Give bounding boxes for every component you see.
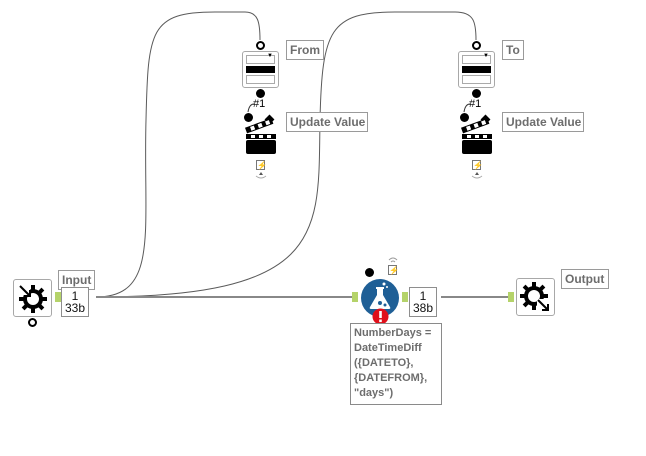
from-action-wireless-icon [255,172,267,179]
input-output-anchor[interactable] [55,292,61,302]
formula-record-count: 1 38b [409,287,437,317]
to-action-connection-number: #1 [469,98,482,110]
formula-expression-line: ({DATETO}, [354,357,414,369]
formula-record-count-value: 1 [419,289,427,303]
from-action-bolt-icon: ⚡ [256,160,267,170]
connection-input-to-from [95,11,261,298]
formula-error-icon[interactable] [372,308,389,325]
output-label: Output [561,269,609,289]
input-tool[interactable] [13,279,52,317]
formula-expression-line: {DATEFROM}, [354,372,428,384]
dropdown-arrow-icon: ▼ [483,53,489,59]
to-action-bolt-icon: ⚡ [472,160,483,170]
dropdown-icon-option [246,75,275,84]
formula-browse-badge-icon [365,268,374,277]
from-label: From [286,40,324,60]
input-gear-icon [17,283,47,313]
dropdown-icon-selected-bar [246,66,275,73]
formula-tool[interactable] [360,278,400,318]
formula-expression-line: DateTimeDiff [354,342,422,354]
input-label: Input [58,270,96,290]
to-browse-badge-icon [472,89,481,98]
dropdown-icon-select: ▼ [462,53,491,64]
formula-expression-annotation: NumberDays = DateTimeDiff ({DATETO}, {DA… [350,323,442,405]
output-input-anchor[interactable] [508,292,514,302]
to-action-wireless-icon [471,172,483,179]
dropdown-icon-selected-bar [462,66,491,73]
to-question-anchor-icon[interactable] [472,41,481,50]
to-action-label: Update Value [502,112,584,132]
input-record-count: 1 33b [61,287,89,317]
formula-output-anchor[interactable] [402,292,408,302]
formula-record-size: 38b [412,301,434,315]
from-dropdown-tool[interactable]: ▼ [242,51,279,88]
output-tool[interactable] [516,278,555,316]
formula-input-anchor[interactable] [352,292,358,302]
connection-input-to-to [95,11,477,298]
formula-wireless-icon [388,257,398,263]
connection-to-to-action [463,103,471,113]
input-record-count-value: 1 [71,289,79,303]
from-action-question-anchor-icon[interactable] [244,113,253,122]
input-browse-badge-icon [28,318,37,327]
to-action-question-anchor-icon[interactable] [460,113,469,122]
from-question-anchor-icon[interactable] [256,41,265,50]
from-action-clapperboard-icon[interactable] [244,112,280,156]
connection-from-to-action [247,103,255,113]
to-dropdown-tool[interactable]: ▼ [458,51,495,88]
output-gear-icon [520,282,551,313]
dropdown-icon-select: ▼ [246,53,275,64]
dropdown-arrow-icon: ▼ [267,53,273,59]
to-label: To [502,40,524,60]
dropdown-icon-option [462,75,491,84]
formula-flask-icon [369,287,391,309]
formula-expression-line: "days") [354,387,394,399]
formula-expression-line: NumberDays = [354,327,432,339]
formula-bolt-icon: ⚡ [388,265,399,275]
from-action-label: Update Value [286,112,368,132]
from-action-connection-number: #1 [253,98,266,110]
input-record-size: 33b [64,301,86,315]
to-action-clapperboard-icon[interactable] [460,112,496,156]
from-browse-badge-icon [256,89,265,98]
